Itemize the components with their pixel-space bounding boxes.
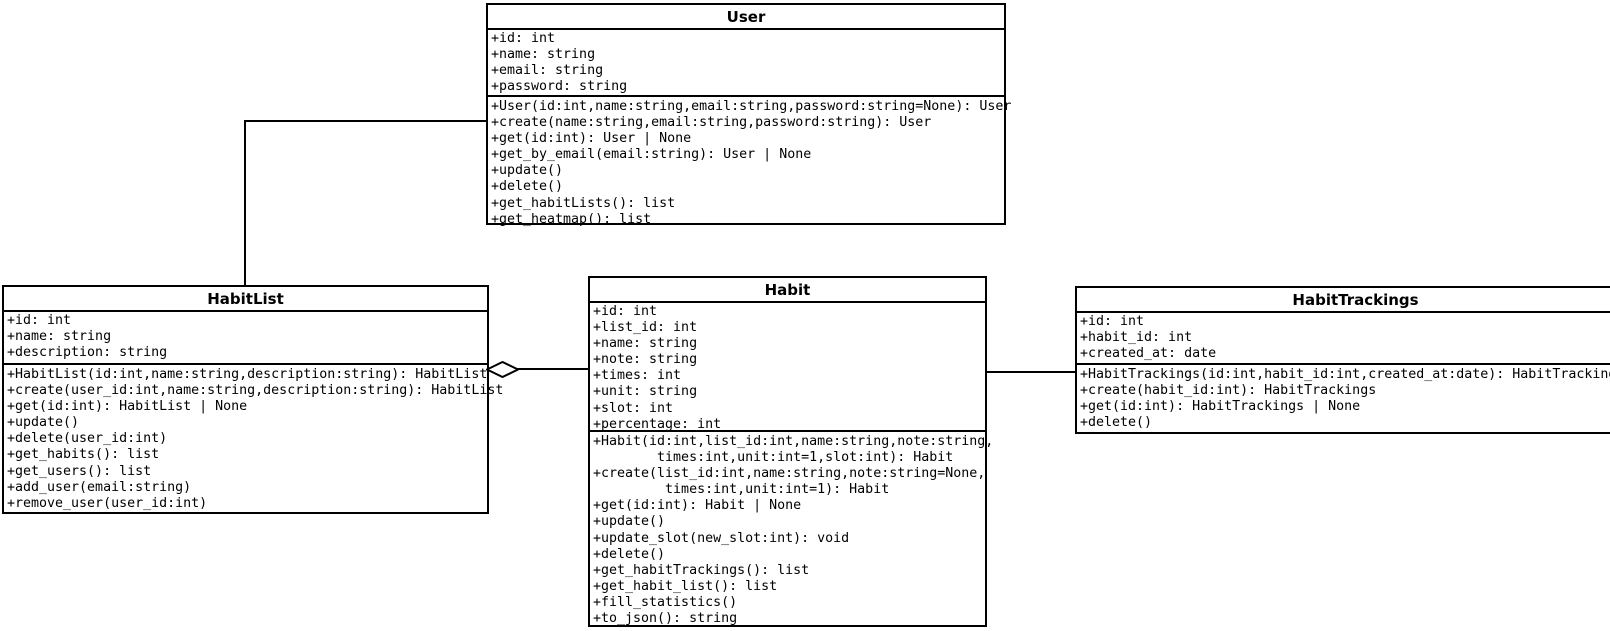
attribute-line: +note: string bbox=[593, 352, 698, 368]
class-attributes-section: +id: int+name: string+email: string+pass… bbox=[488, 30, 1004, 97]
attribute-line: +email: string bbox=[491, 63, 604, 79]
attribute-line: +list_id: int bbox=[593, 320, 698, 336]
method-line: +Habit(id:int,list_id:int,name:string,no… bbox=[593, 434, 994, 449]
method-line: +get_habitTrackings(): list bbox=[593, 562, 810, 578]
method-line: +get(id:int): HabitList | None bbox=[7, 399, 248, 415]
class-methods-section: +Habit(id:int,list_id:int,name:string,no… bbox=[590, 432, 994, 627]
method-line: times:int,unit:int=1): Habit bbox=[593, 482, 890, 498]
attribute-line: +name: string bbox=[491, 47, 596, 63]
method-line: +update() bbox=[593, 514, 666, 530]
class-title: User bbox=[488, 5, 1004, 30]
method-line: +create(user_id:int,name:string,descript… bbox=[7, 383, 504, 399]
attribute-line: +id: int bbox=[491, 31, 556, 46]
attribute-line: +unit: string bbox=[593, 384, 698, 400]
attribute-line: +times: int bbox=[593, 368, 682, 384]
method-line: times:int,unit:int=1,slot:int): Habit bbox=[593, 450, 954, 466]
attribute-line: +id: int bbox=[7, 313, 72, 328]
user-habitlist-connector-vertical bbox=[244, 120, 246, 286]
method-line: +HabitList(id:int,name:string,descriptio… bbox=[7, 367, 488, 382]
method-line: +get_habits(): list bbox=[7, 447, 160, 463]
method-line: +remove_user(user_id:int) bbox=[7, 495, 208, 511]
attribute-line: +percentage: int bbox=[593, 416, 722, 432]
method-line: +get(id:int): Habit | None bbox=[593, 498, 802, 514]
class-title: HabitTrackings bbox=[1077, 288, 1610, 313]
attribute-line: +id: int bbox=[593, 304, 658, 319]
method-line: +get_heatmap(): list bbox=[491, 211, 652, 227]
class-attributes-section: +id: int+habit_id: int+created_at: date bbox=[1077, 313, 1610, 365]
class-box-habit: Habit +id: int+list_id: int+name: string… bbox=[588, 276, 994, 627]
method-line: +get_by_email(email:string): User | None bbox=[491, 147, 812, 163]
attribute-line: +name: string bbox=[7, 329, 112, 345]
method-line: +get(id:int): User | None bbox=[491, 131, 692, 147]
method-line: +get_habitLists(): list bbox=[491, 195, 676, 211]
aggregation-diamond-icon bbox=[486, 361, 519, 378]
method-line: +create(name:string,email:string,passwor… bbox=[491, 115, 932, 131]
class-methods-section: +User(id:int,name:string,email:string,pa… bbox=[488, 97, 1012, 228]
attribute-line: +created_at: date bbox=[1080, 346, 1217, 362]
method-line: +get_habit_list(): list bbox=[593, 578, 778, 594]
attribute-line: +name: string bbox=[593, 336, 698, 352]
class-methods-section: +HabitTrackings(id:int,habit_id:int,crea… bbox=[1077, 365, 1610, 432]
class-box-habittrackings: HabitTrackings +id: int+habit_id: int+cr… bbox=[1075, 286, 1610, 434]
class-methods-section: +HabitList(id:int,name:string,descriptio… bbox=[4, 365, 504, 512]
class-attributes-section: +id: int+name: string+description: strin… bbox=[4, 312, 487, 365]
user-habitlist-connector-horizontal bbox=[244, 120, 486, 122]
method-line: +to_json(): string bbox=[593, 611, 738, 627]
method-line: +delete() bbox=[491, 179, 564, 195]
class-title: Habit bbox=[590, 278, 985, 303]
habitlist-habit-connector bbox=[500, 368, 588, 370]
attribute-line: +password: string bbox=[491, 79, 628, 95]
method-line: +get_users(): list bbox=[7, 463, 152, 479]
habit-habittrackings-connector bbox=[987, 371, 1075, 373]
method-line: +create(habit_id:int): HabitTrackings bbox=[1080, 383, 1377, 399]
attribute-line: +description: string bbox=[7, 345, 168, 361]
class-attributes-section: +id: int+list_id: int+name: string+note:… bbox=[590, 303, 985, 432]
attribute-line: +slot: int bbox=[593, 400, 674, 416]
method-line: +get(id:int): HabitTrackings | None bbox=[1080, 399, 1361, 415]
method-line: +add_user(email:string) bbox=[7, 479, 192, 495]
attribute-line: +id: int bbox=[1080, 314, 1145, 329]
method-line: +delete() bbox=[593, 546, 666, 562]
method-line: +delete() bbox=[1080, 415, 1153, 431]
method-line: +update() bbox=[491, 163, 564, 179]
class-title: HabitList bbox=[4, 287, 487, 312]
method-line: +fill_statistics() bbox=[593, 594, 738, 610]
class-box-habitlist: HabitList +id: int+name: string+descript… bbox=[2, 285, 504, 514]
method-line: +update() bbox=[7, 415, 80, 431]
method-line: +HabitTrackings(id:int,habit_id:int,crea… bbox=[1080, 367, 1610, 382]
attribute-line: +habit_id: int bbox=[1080, 330, 1193, 346]
method-line: +User(id:int,name:string,email:string,pa… bbox=[491, 99, 1012, 114]
method-line: +create(list_id:int,name:string,note:str… bbox=[593, 466, 986, 482]
class-box-user: User +id: int+name: string+email: string… bbox=[486, 3, 1012, 228]
method-line: +update_slot(new_slot:int): void bbox=[593, 530, 850, 546]
method-line: +delete(user_id:int) bbox=[7, 431, 168, 447]
